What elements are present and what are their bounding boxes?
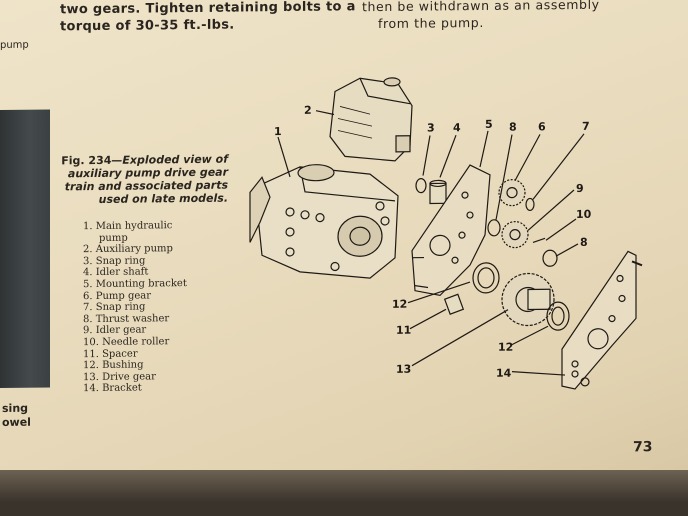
exploded-view-diagram: 2 1 3 4 5 8 6 7 9 10 8 12 11 13 12 14 bbox=[249, 77, 643, 390]
callout-label: 13 bbox=[396, 363, 411, 376]
mounting-bracket-drawing bbox=[411, 164, 491, 297]
callout-label: 3 bbox=[427, 121, 435, 134]
callout-label: 7 bbox=[582, 120, 590, 133]
callout-label: 9 bbox=[576, 182, 584, 195]
callout-label: 1 bbox=[274, 125, 282, 138]
pump-gear-drawing bbox=[498, 179, 526, 207]
callout-label: 8 bbox=[509, 121, 517, 134]
callout-label: 6 bbox=[538, 120, 546, 133]
callout-label: 2 bbox=[304, 104, 312, 117]
book-page: two gears. Tighten retaining bolts to a … bbox=[0, 0, 688, 491]
callout-label: 14 bbox=[496, 367, 512, 380]
callout-label: 11 bbox=[396, 324, 411, 337]
idler-gear-drawing bbox=[501, 221, 529, 249]
auxiliary-pump-drawing bbox=[329, 77, 413, 162]
callout-label: 10 bbox=[576, 208, 592, 221]
callout-label: 5 bbox=[485, 118, 493, 131]
desk-shadow bbox=[0, 470, 688, 516]
callout-label: 8 bbox=[580, 236, 588, 249]
spacer-drawing bbox=[443, 293, 465, 315]
idler-shaft-drawing bbox=[429, 179, 447, 205]
main-hydraulic-pump-drawing bbox=[249, 164, 399, 279]
snap-ring-drawing bbox=[415, 177, 427, 194]
bracket-drawing bbox=[561, 250, 637, 390]
callout-labels: 2 1 3 4 5 8 6 7 9 10 8 12 11 13 12 14 bbox=[274, 104, 592, 380]
callout-label: 4 bbox=[453, 121, 461, 134]
callout-label: 12 bbox=[498, 341, 513, 354]
callout-label: 12 bbox=[392, 298, 407, 311]
page-number: 73 bbox=[633, 439, 653, 456]
